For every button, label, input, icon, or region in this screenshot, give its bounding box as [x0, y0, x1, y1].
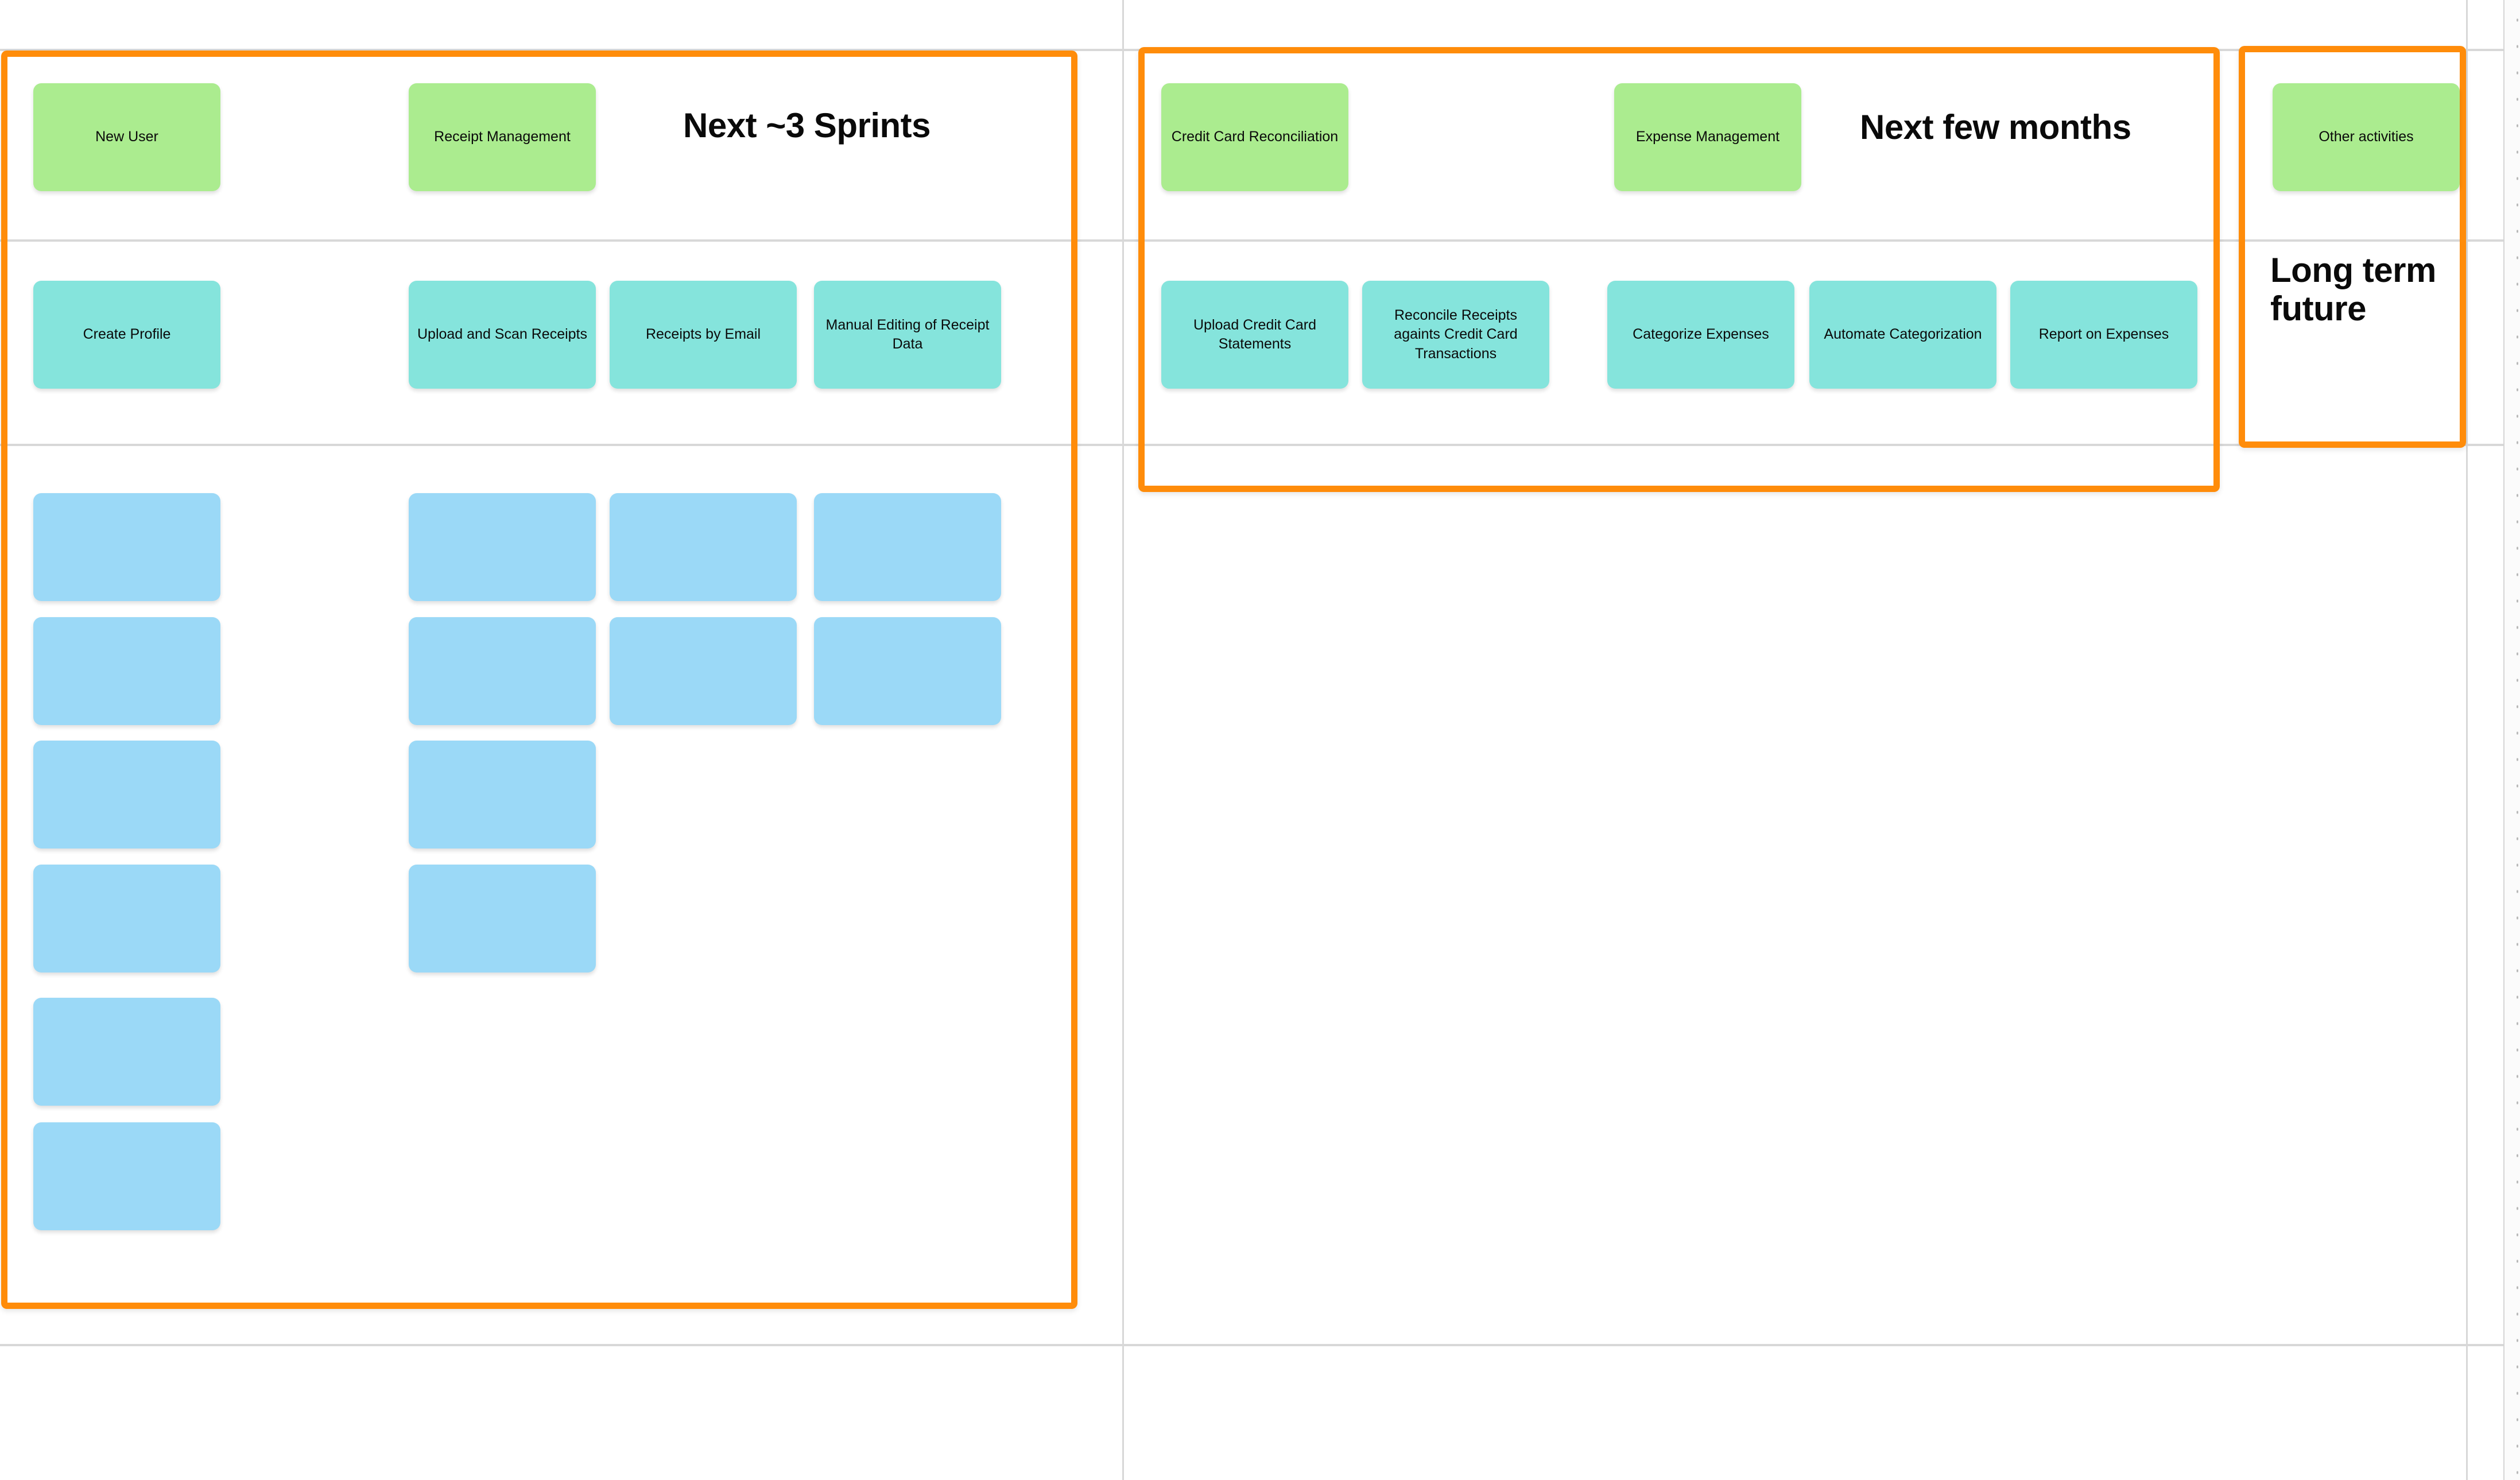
release-title-next-few-months: Next few months — [1860, 108, 2131, 146]
activity-card-other-activities[interactable]: Other activities — [2273, 83, 2460, 191]
story-card[interactable] — [409, 493, 596, 601]
step-card-create-profile[interactable]: Create Profile — [33, 281, 220, 389]
step-card-upload-credit-card-statements[interactable]: Upload Credit Card Statements — [1161, 281, 1348, 389]
story-card[interactable] — [409, 741, 596, 849]
release-frame-long-term-future[interactable] — [2239, 46, 2466, 448]
step-card-manual-editing-of-receipt-data[interactable]: Manual Editing of Receipt Data — [814, 281, 1001, 389]
activity-card-credit-card-reconciliation[interactable]: Credit Card Reconciliation — [1161, 83, 1348, 191]
activity-card-new-user[interactable]: New User — [33, 83, 220, 191]
story-card[interactable] — [33, 741, 220, 849]
step-card-categorize-expenses[interactable]: Categorize Expenses — [1607, 281, 1794, 389]
activity-card-expense-management[interactable]: Expense Management — [1614, 83, 1801, 191]
story-card[interactable] — [409, 617, 596, 725]
release-frame-next-few-months[interactable] — [1138, 47, 2220, 492]
story-card[interactable] — [814, 617, 1001, 725]
step-card-reconcile-receipts[interactable]: Reconcile Receipts againts Credit Card T… — [1362, 281, 1549, 389]
step-card-automate-categorization[interactable]: Automate Categorization — [1809, 281, 1996, 389]
activity-card-receipt-management[interactable]: Receipt Management — [409, 83, 596, 191]
story-card[interactable] — [33, 865, 220, 973]
step-card-receipts-by-email[interactable]: Receipts by Email — [610, 281, 797, 389]
swimlane-divider-bottom — [0, 1344, 2503, 1346]
story-card[interactable] — [33, 493, 220, 601]
story-card[interactable] — [33, 998, 220, 1106]
canvas-dot-grid-strip — [2503, 0, 2520, 1480]
column-divider-1 — [1122, 0, 1124, 1480]
story-card[interactable] — [814, 493, 1001, 601]
story-card[interactable] — [409, 865, 596, 973]
swimlane-divider-activities — [0, 239, 2503, 242]
step-card-report-on-expenses[interactable]: Report on Expenses — [2010, 281, 2197, 389]
release-title-long-term-future: Long term future — [2270, 251, 2436, 328]
story-card[interactable] — [33, 1122, 220, 1230]
story-card[interactable] — [610, 493, 797, 601]
swimlane-divider-steps — [0, 444, 2503, 446]
release-title-next-3-sprints: Next ~3 Sprints — [683, 106, 931, 145]
story-card[interactable] — [33, 617, 220, 725]
story-card[interactable] — [610, 617, 797, 725]
release-frame-next-3-sprints[interactable] — [1, 51, 1077, 1309]
step-card-upload-and-scan-receipts[interactable]: Upload and Scan Receipts — [409, 281, 596, 389]
column-divider-2 — [2466, 0, 2468, 1480]
